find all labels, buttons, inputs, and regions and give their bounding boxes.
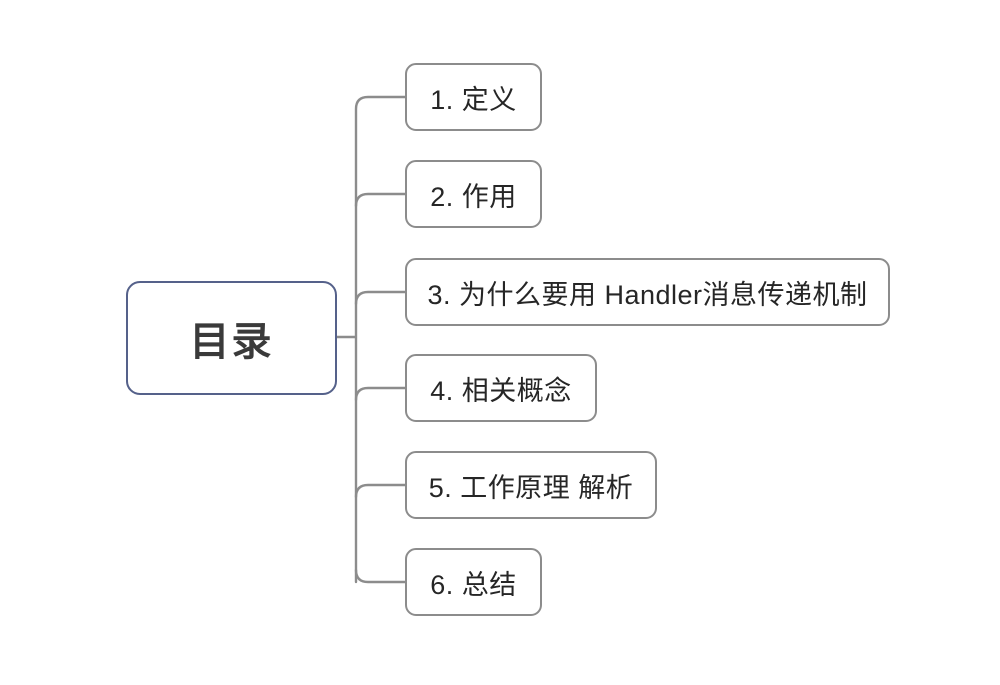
- node-item-2-label: 2. 作用: [430, 181, 517, 212]
- connector-branch-5: [354, 483, 407, 499]
- node-item-2[interactable]: 2. 作用: [405, 160, 542, 228]
- root-node-label: 目录: [189, 320, 274, 364]
- connector-branch-4: [354, 386, 407, 402]
- node-item-5[interactable]: 5. 工作原理 解析: [405, 451, 657, 519]
- connector-branch-3: [354, 290, 407, 306]
- node-item-1-label: 1. 定义: [430, 84, 517, 115]
- node-item-4-label: 4. 相关概念: [430, 375, 572, 406]
- root-node[interactable]: 目录: [126, 281, 337, 395]
- connector-branch-1: [354, 95, 407, 584]
- node-item-3[interactable]: 3. 为什么要用 Handler消息传递机制: [405, 258, 890, 326]
- connector-branch-2: [354, 192, 407, 208]
- node-item-1[interactable]: 1. 定义: [405, 63, 542, 131]
- node-item-5-label: 5. 工作原理 解析: [428, 472, 634, 503]
- node-item-6[interactable]: 6. 总结: [405, 548, 542, 616]
- node-item-4[interactable]: 4. 相关概念: [405, 354, 597, 422]
- connector-branch-6: [354, 568, 407, 584]
- node-item-3-label: 3. 为什么要用 Handler消息传递机制: [427, 279, 868, 310]
- node-item-6-label: 6. 总结: [430, 569, 517, 600]
